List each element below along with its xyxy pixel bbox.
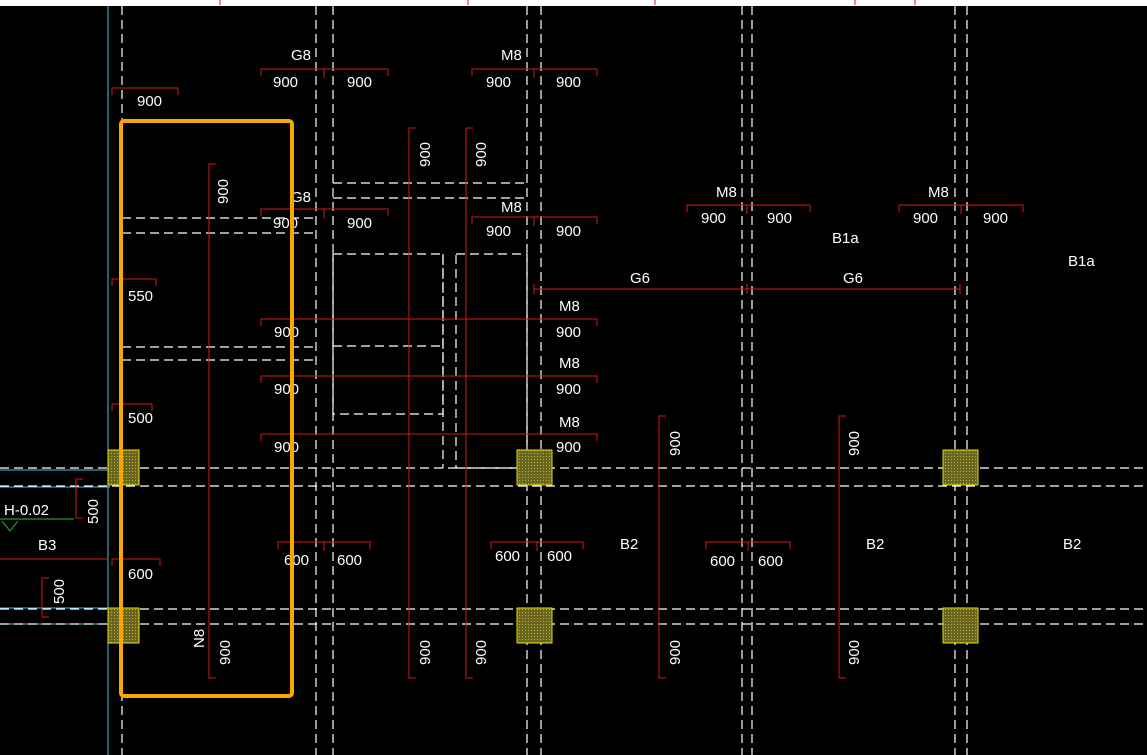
dim-text: 900 bbox=[701, 210, 726, 227]
dim-text: 900 bbox=[486, 74, 511, 91]
label-n8: N8 bbox=[191, 629, 208, 648]
dim-text: 900 bbox=[556, 324, 581, 341]
dim-text: 600 bbox=[710, 553, 735, 570]
column-group bbox=[107, 449, 979, 644]
dim-text: 900 bbox=[273, 215, 298, 232]
dim-text: 900 bbox=[667, 431, 684, 456]
label-m8-low3: M8 bbox=[559, 414, 580, 431]
dim-text: 900 bbox=[556, 381, 581, 398]
label-b2-c: B2 bbox=[1063, 536, 1081, 553]
label-b2-a: B2 bbox=[620, 536, 638, 553]
column bbox=[942, 607, 979, 644]
column bbox=[107, 449, 140, 486]
dim-text: 900 bbox=[215, 179, 232, 204]
dim-text: 550 bbox=[128, 288, 153, 305]
label-m8-right1: M8 bbox=[716, 184, 737, 201]
dim-text: 600 bbox=[337, 552, 362, 569]
dim-text: 900 bbox=[667, 640, 684, 665]
label-g6-a: G6 bbox=[630, 270, 650, 287]
dim-text: 900 bbox=[274, 324, 299, 341]
column bbox=[516, 607, 553, 644]
dim-text: 900 bbox=[556, 223, 581, 240]
dim-text: 500 bbox=[51, 579, 68, 604]
label-m8-top: M8 bbox=[501, 47, 522, 64]
dim-text: 600 bbox=[495, 548, 520, 565]
column bbox=[942, 449, 979, 486]
dim-text: 900 bbox=[347, 215, 372, 232]
label-b1a-a: B1a bbox=[832, 230, 859, 247]
dim-text: 900 bbox=[556, 439, 581, 456]
dim-text: 600 bbox=[284, 552, 309, 569]
dim-text: 900 bbox=[473, 640, 490, 665]
label-m8-right2: M8 bbox=[928, 184, 949, 201]
dim-text: 900 bbox=[273, 74, 298, 91]
dim-text: 900 bbox=[556, 74, 581, 91]
label-m8-mid: M8 bbox=[501, 199, 522, 216]
dim-text: 900 bbox=[486, 223, 511, 240]
dim-text: 600 bbox=[758, 553, 783, 570]
dim-text: 900 bbox=[417, 640, 434, 665]
dimension-lines bbox=[0, 68, 1024, 679]
dim-text: 900 bbox=[274, 381, 299, 398]
label-g8-mid: G8 bbox=[291, 189, 311, 206]
label-b3: B3 bbox=[38, 537, 56, 554]
dim-text: 500 bbox=[128, 410, 153, 427]
label-g8-top: G8 bbox=[291, 47, 311, 64]
dim-text: 900 bbox=[274, 439, 299, 456]
selection-rectangle[interactable] bbox=[119, 119, 294, 698]
level-marker bbox=[0, 518, 74, 532]
column bbox=[516, 449, 553, 486]
dim-text: 900 bbox=[846, 640, 863, 665]
dim-text: 600 bbox=[128, 566, 153, 583]
dim-text: 900 bbox=[913, 210, 938, 227]
dim-text: 900 bbox=[347, 74, 372, 91]
top-ruler bbox=[0, 0, 1147, 6]
dim-text: 600 bbox=[547, 548, 572, 565]
label-g6-b: G6 bbox=[843, 270, 863, 287]
label-b2-b: B2 bbox=[866, 536, 884, 553]
label-b1a-b: B1a bbox=[1068, 253, 1095, 270]
dim-text: 900 bbox=[137, 93, 162, 110]
dim-text: 500 bbox=[85, 499, 102, 524]
dim-text: 900 bbox=[767, 210, 792, 227]
dim-text: 900 bbox=[217, 640, 234, 665]
dim-text: 900 bbox=[983, 210, 1008, 227]
dim-text: 900 bbox=[473, 142, 490, 167]
dim-text: 900 bbox=[846, 431, 863, 456]
label-level: H-0.02 bbox=[4, 502, 49, 519]
label-m8-low1: M8 bbox=[559, 298, 580, 315]
dim-text: 900 bbox=[417, 142, 434, 167]
label-m8-low2: M8 bbox=[559, 355, 580, 372]
column bbox=[107, 607, 140, 644]
